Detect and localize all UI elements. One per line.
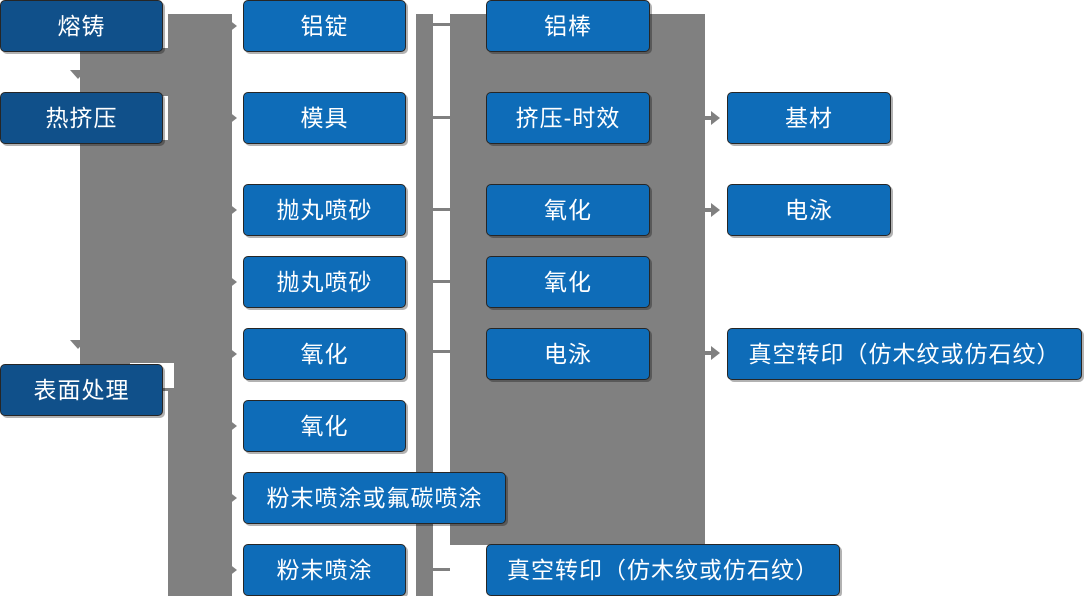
bracket-tick-5	[433, 350, 450, 353]
material-label-oxidation-1: 氧化	[300, 340, 349, 367]
arrow-to-substrate	[711, 111, 720, 125]
arrow-spine-row-6	[228, 419, 237, 433]
process-label-extrude-age: 挤压-时效	[515, 104, 621, 131]
bracket-gap	[433, 14, 450, 352]
output-box-vacuum-transfer[interactable]: 真空转印（仿木纹或仿石纹）	[727, 328, 1082, 380]
output-label-substrate: 基材	[785, 104, 833, 131]
stage-label-melting: 熔铸	[57, 12, 106, 39]
stage-label-surface: 表面处理	[33, 376, 130, 403]
connector-left-spine	[168, 14, 232, 596]
output-label-electro: 电泳	[785, 196, 833, 223]
material-label-powder-fluorocarbon: 粉末喷涂或氟碳喷涂	[266, 484, 483, 511]
bracket-tick-6	[433, 568, 450, 571]
material-box-oxidation-1[interactable]: 氧化	[243, 328, 406, 380]
process-label-electro: 电泳	[544, 340, 592, 367]
process-box-oxidation-2[interactable]: 氧化	[486, 256, 650, 308]
arrow-stem-electro	[705, 208, 714, 212]
arrow-stem-vacuum	[705, 351, 714, 355]
material-box-shotblast-2[interactable]: 抛丸喷砂	[243, 256, 406, 308]
arrow-spine-row-7	[228, 491, 237, 505]
material-label-ingot: 铝锭	[300, 12, 349, 39]
arrow-spine-row-8	[228, 563, 237, 577]
material-label-shotblast-1: 抛丸喷砂	[276, 196, 373, 223]
arrow-down-to-extrusion	[70, 70, 86, 79]
stage-box-surface[interactable]: 表面处理	[0, 364, 163, 416]
arrow-to-electro	[711, 203, 720, 217]
process-label-vacuum-transfer: 真空转印（仿木纹或仿石纹）	[507, 556, 819, 583]
arrow-stem-substrate	[705, 116, 714, 120]
stage-label-extrusion: 热挤压	[45, 104, 118, 131]
stage-box-melting[interactable]: 熔铸	[0, 0, 163, 52]
bracket-tick-1	[433, 23, 450, 26]
material-label-shotblast-2: 抛丸喷砂	[276, 268, 373, 295]
connector-surface-stub	[163, 388, 187, 391]
material-box-shotblast-1[interactable]: 抛丸喷砂	[243, 184, 406, 236]
stage-box-extrusion[interactable]: 热挤压	[0, 92, 163, 144]
connector-stage-vertical-2	[80, 140, 168, 365]
arrow-spine-row-2	[228, 111, 237, 125]
material-label-powder: 粉末喷涂	[276, 556, 373, 583]
arrow-spine-row-1	[228, 19, 237, 33]
process-label-oxidation-1: 氧化	[544, 196, 592, 223]
process-box-electro[interactable]: 电泳	[486, 328, 650, 380]
material-box-oxidation-2[interactable]: 氧化	[243, 400, 406, 452]
arrow-spine-row-3	[228, 203, 237, 217]
process-box-oxidation-1[interactable]: 氧化	[486, 184, 650, 236]
bracket-tick-3	[433, 208, 450, 211]
material-label-mold: 模具	[300, 104, 349, 131]
material-box-powder-fluorocarbon[interactable]: 粉末喷涂或氟碳喷涂	[243, 472, 506, 524]
output-box-electro[interactable]: 电泳	[727, 184, 891, 236]
output-box-substrate[interactable]: 基材	[727, 92, 891, 144]
bracket-tick-4	[433, 280, 450, 283]
material-box-powder[interactable]: 粉末喷涂	[243, 544, 406, 596]
output-label-vacuum-transfer: 真空转印（仿木纹或仿石纹）	[748, 340, 1061, 367]
arrow-spine-row-5	[228, 347, 237, 361]
process-label-bar: 铝棒	[544, 12, 592, 39]
process-label-oxidation-2: 氧化	[544, 268, 592, 295]
connector-mid-bar	[416, 14, 433, 596]
material-box-mold[interactable]: 模具	[243, 92, 406, 144]
arrow-down-to-surface	[70, 340, 86, 349]
process-box-vacuum-transfer[interactable]: 真空转印（仿木纹或仿石纹）	[486, 544, 840, 596]
material-label-oxidation-2: 氧化	[300, 412, 349, 439]
arrow-spine-row-4	[228, 275, 237, 289]
process-box-extrude-age[interactable]: 挤压-时效	[486, 92, 650, 144]
bracket-tick-2	[433, 116, 450, 119]
process-box-bar[interactable]: 铝棒	[486, 0, 650, 52]
material-box-ingot[interactable]: 铝锭	[243, 0, 406, 52]
arrow-to-vacuum-transfer	[711, 346, 720, 360]
